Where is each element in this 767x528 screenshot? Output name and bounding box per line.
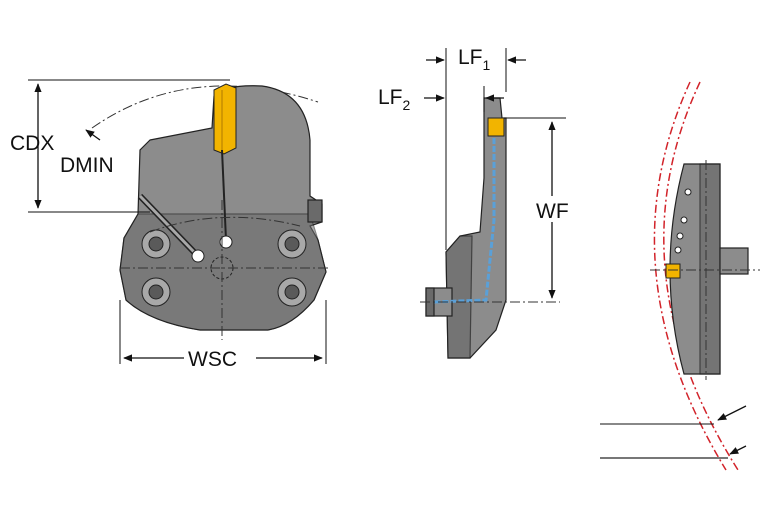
side-view: LF1 LF2 WF: [378, 46, 576, 359]
dmin-arc: [91, 85, 319, 129]
side-insert: [487, 117, 505, 137]
workpiece-tool-insert: [665, 263, 681, 279]
workpiece-inner-arc: [653, 81, 727, 471]
lf2-label: LF2: [378, 86, 411, 113]
front-slot: [221, 149, 227, 241]
dmin-label: DMIN: [60, 154, 114, 177]
wf-label: WF: [536, 200, 569, 223]
front-insert: [213, 83, 237, 155]
workpiece-view: [600, 81, 760, 471]
front-view: CDX DMIN WSC: [10, 79, 330, 371]
front-lower-plate: [119, 213, 327, 331]
front-side-lug: [307, 199, 323, 223]
cdx-label: CDX: [10, 132, 54, 155]
lf1-label: LF1: [458, 46, 491, 73]
side-coolant-channel: [433, 138, 496, 304]
wsc-label: WSC: [188, 348, 237, 371]
